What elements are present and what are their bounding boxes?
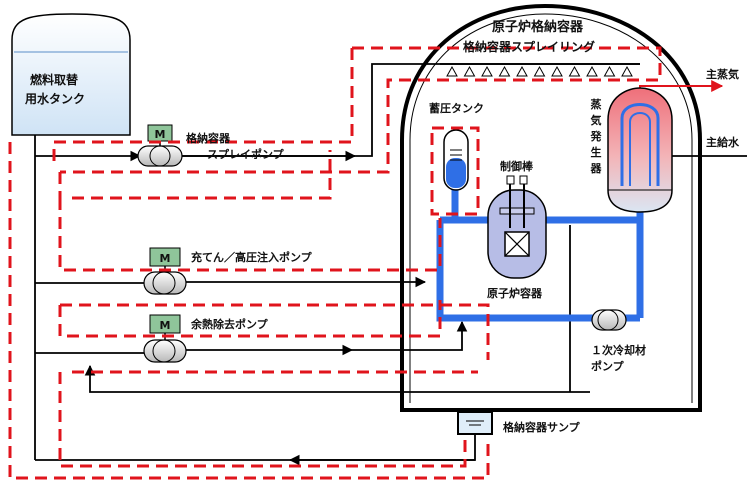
coolant-pump-label-2: ポンプ bbox=[591, 359, 625, 373]
steam-generator-label-char: 生 bbox=[591, 145, 602, 159]
spray-nozzle-icon bbox=[586, 65, 598, 77]
water-tank-label-2: 用水タンク bbox=[24, 91, 85, 106]
refueling-water-tank bbox=[11, 13, 131, 136]
spray-nozzle-icon bbox=[446, 65, 458, 77]
steam-generator bbox=[607, 87, 673, 213]
coolant-pump-label-1: １次冷却材 bbox=[591, 343, 646, 357]
containment-vessel-outline bbox=[400, 3, 702, 412]
spray-nozzle-icon bbox=[498, 65, 511, 77]
spray-nozzle-icon bbox=[481, 65, 493, 77]
sump-label: 格納容器サンプ bbox=[503, 420, 581, 434]
spray-nozzle-icon bbox=[516, 65, 528, 77]
steam-generator-label-char: 蒸 bbox=[591, 97, 602, 111]
containment-vessel-label: 原子炉格納容器 bbox=[492, 19, 584, 35]
control-rods bbox=[506, 175, 528, 228]
containment-vessel-inner bbox=[409, 13, 693, 403]
control-rod-label: 制御棒 bbox=[500, 159, 534, 173]
spray-nozzle-icon bbox=[621, 65, 633, 77]
spray-nozzle-icon bbox=[603, 65, 616, 77]
spray-ring-label: 格納容器スプレイリング bbox=[463, 39, 595, 54]
charging-pump-label: 充てん／高圧注入ポンプ bbox=[191, 250, 313, 264]
rhr-pump bbox=[143, 314, 187, 363]
spray-pump-label-2: スプレイポンプ bbox=[207, 147, 285, 161]
main-steam-label: 主蒸気 bbox=[706, 67, 739, 81]
spray-nozzle-icon bbox=[568, 65, 581, 77]
charging-pump-motor-label: M bbox=[160, 252, 171, 265]
spray-nozzle-icon bbox=[551, 65, 563, 77]
steam-generator-label-char: 気 bbox=[591, 113, 602, 127]
spray-pump-label-1: 格納容器 bbox=[186, 131, 231, 145]
main-feedwater-label: 主給水 bbox=[706, 135, 740, 149]
charging-pump bbox=[143, 247, 187, 295]
spray-pump bbox=[137, 124, 183, 167]
containment-sump bbox=[457, 411, 493, 435]
reactor-vessel bbox=[487, 189, 547, 279]
water-tank-label-1: 燃料取替 bbox=[30, 72, 79, 87]
coolant-pump bbox=[591, 309, 627, 331]
pressurizer-label: 蓄圧タンク bbox=[429, 101, 484, 115]
rhr-pump-motor-label: M bbox=[160, 319, 171, 332]
rhr-pump-label: 余熱除去ポンプ bbox=[190, 317, 269, 331]
steam-generator-label-char: 発 bbox=[590, 129, 603, 143]
reactor-vessel-label: 原子炉容器 bbox=[487, 286, 543, 300]
pressurizer-tank bbox=[443, 129, 469, 191]
spray-nozzle-icon bbox=[463, 65, 476, 77]
spray-nozzle-icon bbox=[533, 65, 546, 77]
spray-ring bbox=[440, 63, 640, 77]
piping bbox=[34, 63, 640, 466]
spray-pump-motor-label: M bbox=[155, 128, 166, 141]
spray-nozzle-icon bbox=[446, 65, 633, 77]
dashed-flow-path bbox=[8, 46, 662, 480]
steam-generator-label-char: 器 bbox=[590, 162, 603, 175]
